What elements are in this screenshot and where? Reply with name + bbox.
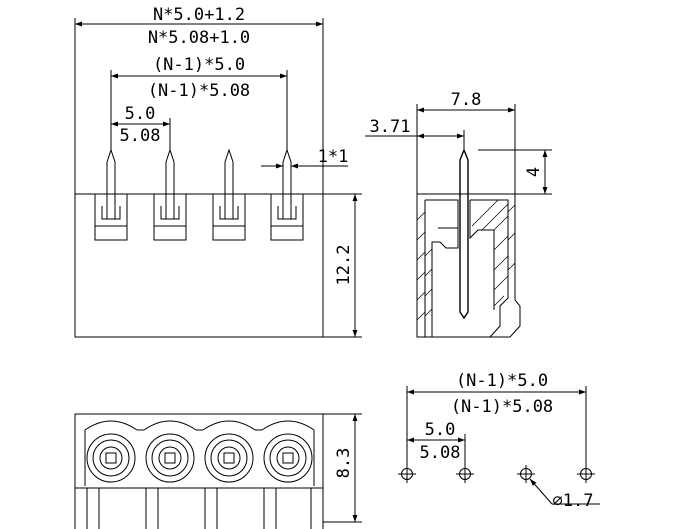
pcb-hole-1 <box>398 465 416 483</box>
side-pin <box>459 148 469 320</box>
dim-pitch-b-label: 5.08 <box>120 126 161 146</box>
dim-top-depth-label: 8.3 <box>334 448 354 479</box>
pcb-span-b-label: (N-1)*5.08 <box>451 397 553 417</box>
pcb-hole-label: ∅1.7 <box>553 491 594 511</box>
pcb-span-dimension: (N-1)*5.0 (N-1)*5.08 <box>406 371 587 466</box>
dim-side-width-label: 7.8 <box>451 90 482 110</box>
side-pin-height-dimension: 4 <box>478 149 552 195</box>
front-span-dimension: (N-1)*5.0 (N-1)*5.08 <box>110 55 288 150</box>
top-view: 8.3 <box>74 413 362 529</box>
dim-total-a-label: N*5.0+1.2 <box>153 5 245 25</box>
front-height-dimension: 12.2 <box>323 193 362 338</box>
top-depth-dimension: 8.3 <box>323 413 362 523</box>
side-offset-dimension: 3.71 <box>365 117 465 150</box>
pcb-pitch-b-label: 5.08 <box>420 443 461 463</box>
front-view: N*5.0+1.2 N*5.08+1.0 (N-1)*5.0 (N-1)*5.0… <box>74 5 362 338</box>
front-total-dimension: N*5.0+1.2 N*5.08+1.0 <box>74 5 324 194</box>
top-terminal-2 <box>145 433 195 483</box>
dim-span-b-label: (N-1)*5.08 <box>148 81 250 101</box>
front-pin-3 <box>212 148 246 241</box>
front-pin-size-dimension: 1*1 <box>261 147 349 169</box>
top-housing <box>74 413 324 529</box>
pcb-hole-3 <box>517 465 535 483</box>
pcb-layout: (N-1)*5.0 (N-1)*5.08 5.0 5.08 ∅1.7 <box>398 371 600 511</box>
dim-pitch-a-label: 5.0 <box>125 104 156 124</box>
side-hatching <box>416 199 516 321</box>
front-pin-1 <box>94 148 128 241</box>
pcb-pitch-a-label: 5.0 <box>425 420 456 440</box>
pcb-hole-dimension: ∅1.7 <box>529 478 600 511</box>
dim-total-b-label: N*5.08+1.0 <box>148 28 250 48</box>
front-housing <box>74 193 324 338</box>
dim-pin-label: 1*1 <box>318 147 349 167</box>
dim-side-offset-label: 3.71 <box>370 117 411 137</box>
dim-height-label: 12.2 <box>334 245 354 286</box>
pcb-hole-2 <box>456 465 474 483</box>
top-terminal-3 <box>204 433 254 483</box>
pcb-pitch-dimension: 5.0 5.08 <box>407 420 466 466</box>
side-width-dimension: 7.8 <box>416 90 516 194</box>
front-pin-2 <box>153 148 187 241</box>
top-terminal-4 <box>263 433 313 483</box>
pcb-hole-4 <box>577 465 595 483</box>
dim-span-a-label: (N-1)*5.0 <box>153 55 245 75</box>
front-pin-4 <box>270 148 304 241</box>
pcb-span-a-label: (N-1)*5.0 <box>456 371 548 391</box>
side-view: 7.8 3.71 4 <box>365 90 552 338</box>
top-terminal-1 <box>86 433 136 483</box>
dim-side-pin-height-label: 4 <box>524 167 544 177</box>
front-pitch-dimension: 5.0 5.08 <box>111 104 171 150</box>
